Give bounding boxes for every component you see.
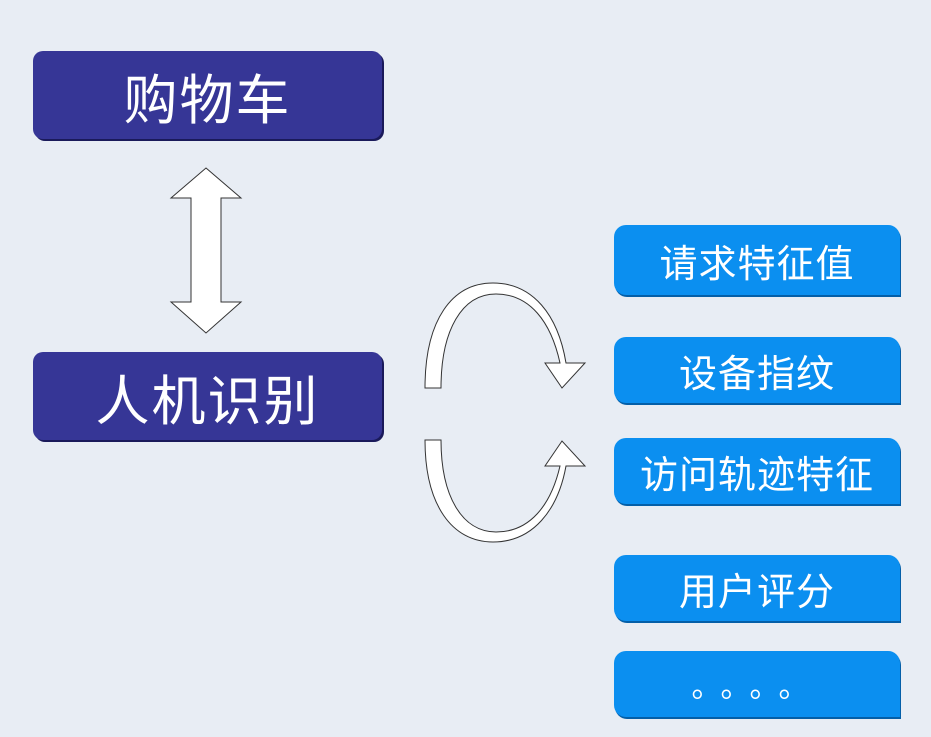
- feature-access-trajectory: 访问轨迹特征: [614, 438, 900, 504]
- feature-device-fingerprint: 设备指纹: [614, 337, 900, 403]
- feature-more: 。。。。: [614, 651, 900, 717]
- feature-user-score: 用户评分: [614, 555, 900, 621]
- shopping-cart-label: 购物车: [123, 68, 292, 132]
- feature-label: 设备指纹: [678, 351, 835, 396]
- double-arrow-icon: [169, 167, 243, 334]
- feature-request-values: 请求特征值: [614, 225, 900, 295]
- curved-arrow-up-icon: [424, 439, 587, 543]
- human-verification-label: 人机识别: [95, 369, 320, 433]
- feature-label: 访问轨迹特征: [639, 452, 874, 497]
- human-verification-box: 人机识别: [33, 352, 382, 440]
- curved-arrow-down-icon: [424, 282, 587, 389]
- feature-label: 。。。。: [691, 670, 823, 705]
- feature-label: 请求特征值: [659, 241, 855, 286]
- shopping-cart-box: 购物车: [33, 51, 382, 139]
- feature-label: 用户评分: [678, 569, 835, 614]
